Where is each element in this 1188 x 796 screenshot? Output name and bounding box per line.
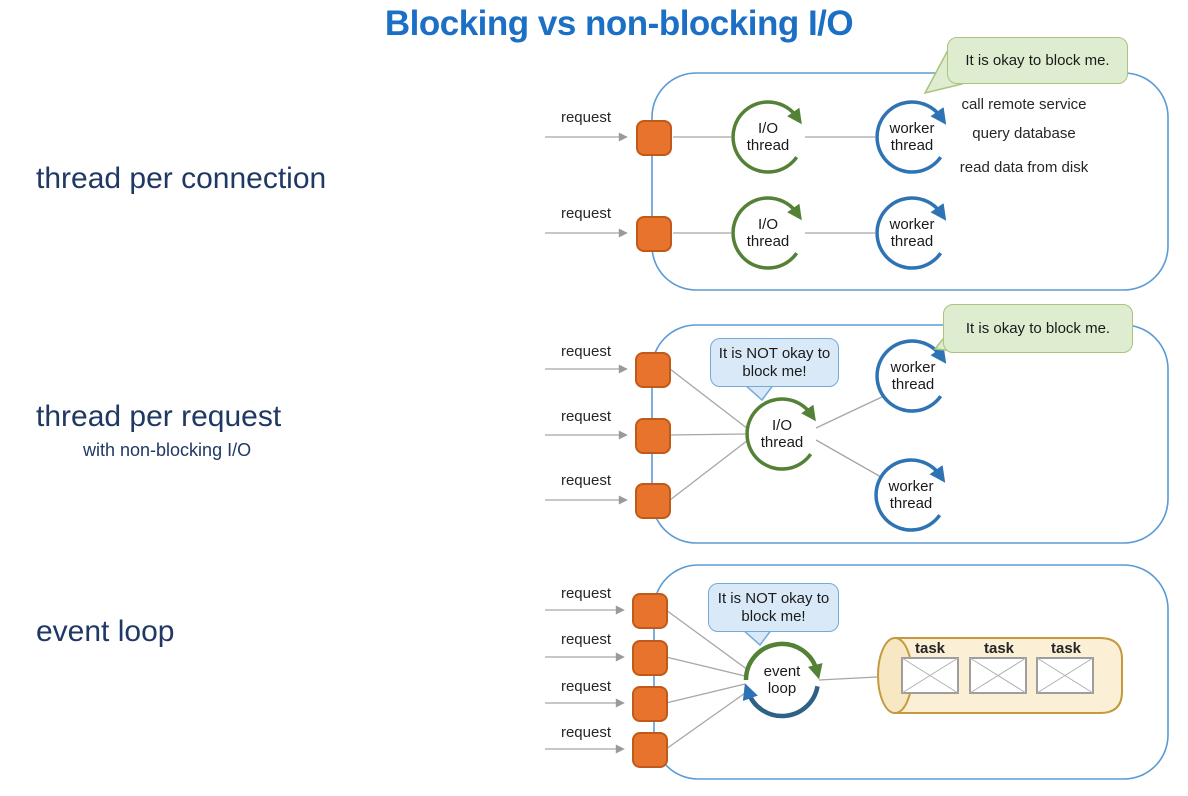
connection-square bbox=[632, 593, 668, 629]
worker-thread-circle-label: worker thread bbox=[872, 120, 952, 154]
request-label: request bbox=[560, 109, 611, 126]
io-thread-line1: I/O bbox=[757, 120, 778, 137]
task-label: task bbox=[983, 640, 1015, 657]
section-title-event-loop: event loop bbox=[36, 615, 175, 648]
task-box-cross bbox=[901, 657, 959, 694]
blocking-operation-label: query database bbox=[972, 125, 1076, 142]
connection-square bbox=[636, 216, 672, 252]
worker-thread-line2: thread bbox=[889, 495, 933, 512]
worker-thread-circle-label: worker thread bbox=[871, 478, 951, 512]
speech-bubble-ok: It is okay to block me. bbox=[947, 37, 1128, 84]
speech-bubble-not-ok: It is NOT okay to block me! bbox=[710, 338, 839, 387]
blocking-operation-label: read data from disk bbox=[959, 159, 1089, 176]
connection-square bbox=[632, 732, 668, 768]
worker-thread-circle-arrow bbox=[874, 458, 946, 532]
page-title: Blocking vs non-blocking I/O bbox=[384, 4, 854, 43]
section-title-thread-per-request: thread per request bbox=[36, 400, 282, 433]
connector-line bbox=[815, 439, 882, 478]
blocking-operation-label: call remote service bbox=[961, 96, 1087, 113]
connector-line bbox=[669, 368, 749, 430]
io-thread-line1: I/O bbox=[757, 216, 778, 233]
request-label: request bbox=[560, 585, 611, 602]
service-container-1 bbox=[651, 72, 1169, 291]
io-thread-line2: thread bbox=[760, 434, 804, 451]
worker-thread-line2: thread bbox=[890, 137, 934, 154]
io-thread-circle-arrow bbox=[731, 196, 802, 270]
task-label: task bbox=[914, 640, 946, 657]
connection-square bbox=[636, 120, 672, 156]
speech-bubble-ok: It is okay to block me. bbox=[943, 304, 1133, 353]
task-queue-cylinder bbox=[877, 637, 1123, 714]
worker-thread-line2: thread bbox=[890, 233, 934, 250]
worker-thread-line2: thread bbox=[891, 376, 935, 393]
worker-thread-line1: worker bbox=[890, 359, 936, 376]
worker-thread-circle-label: worker thread bbox=[873, 359, 953, 393]
request-label: request bbox=[560, 724, 611, 741]
io-thread-circle-arrow bbox=[731, 100, 802, 174]
connection-square bbox=[635, 418, 671, 454]
request-label: request bbox=[560, 472, 611, 489]
request-label: request bbox=[560, 631, 611, 648]
section2-thread-circles bbox=[745, 339, 947, 532]
connector-line bbox=[669, 433, 746, 436]
section-title-thread-per-connection: thread per connection bbox=[36, 162, 327, 195]
connector-line bbox=[818, 676, 878, 681]
connection-square bbox=[635, 483, 671, 519]
worker-thread-circle-arrow bbox=[875, 196, 947, 270]
event-loop-circle-label: event loop bbox=[742, 663, 822, 697]
event-loop-line1: event bbox=[763, 663, 801, 680]
task-box-cross bbox=[969, 657, 1027, 694]
connection-square bbox=[632, 686, 668, 722]
request-label: request bbox=[560, 408, 611, 425]
io-thread-circle-label: I/O thread bbox=[742, 417, 822, 451]
worker-thread-line1: worker bbox=[889, 120, 935, 137]
request-label: request bbox=[560, 205, 611, 222]
event-loop-circle bbox=[742, 641, 823, 719]
worker-thread-circle-label: worker thread bbox=[872, 216, 952, 250]
connection-square bbox=[632, 640, 668, 676]
connector-line bbox=[665, 656, 746, 677]
request-label: request bbox=[560, 678, 611, 695]
connector-line bbox=[665, 683, 746, 704]
section3-connectors bbox=[545, 605, 878, 754]
event-loop-circle-arrow-top bbox=[743, 641, 823, 681]
connection-square bbox=[635, 352, 671, 388]
worker-thread-line1: worker bbox=[888, 478, 934, 495]
worker-thread-circle-arrow bbox=[875, 339, 947, 413]
worker-thread-line1: worker bbox=[889, 216, 935, 233]
event-loop-circle-arrow-bottom bbox=[742, 683, 820, 719]
section1-connectors bbox=[545, 132, 875, 238]
io-thread-circle-label: I/O thread bbox=[728, 216, 808, 250]
request-label: request bbox=[560, 343, 611, 360]
event-loop-line2: loop bbox=[767, 680, 797, 697]
section1-thread-circles bbox=[731, 100, 947, 270]
io-thread-line1: I/O bbox=[771, 417, 792, 434]
connector-line bbox=[815, 395, 885, 429]
section-subtitle-non-blocking: with non-blocking I/O bbox=[83, 440, 252, 460]
connector-line bbox=[665, 609, 749, 671]
connector-line bbox=[665, 690, 749, 750]
worker-thread-circle-arrow bbox=[875, 100, 947, 174]
task-label: task bbox=[1050, 640, 1082, 657]
io-thread-line2: thread bbox=[746, 233, 790, 250]
io-thread-line2: thread bbox=[746, 137, 790, 154]
io-thread-circle-label: I/O thread bbox=[728, 120, 808, 154]
connector-line bbox=[669, 439, 749, 501]
task-box-cross bbox=[1036, 657, 1094, 694]
io-thread-circle-arrow bbox=[745, 397, 816, 471]
speech-bubble-not-ok: It is NOT okay to block me! bbox=[708, 583, 839, 632]
section2-connectors bbox=[545, 364, 885, 505]
